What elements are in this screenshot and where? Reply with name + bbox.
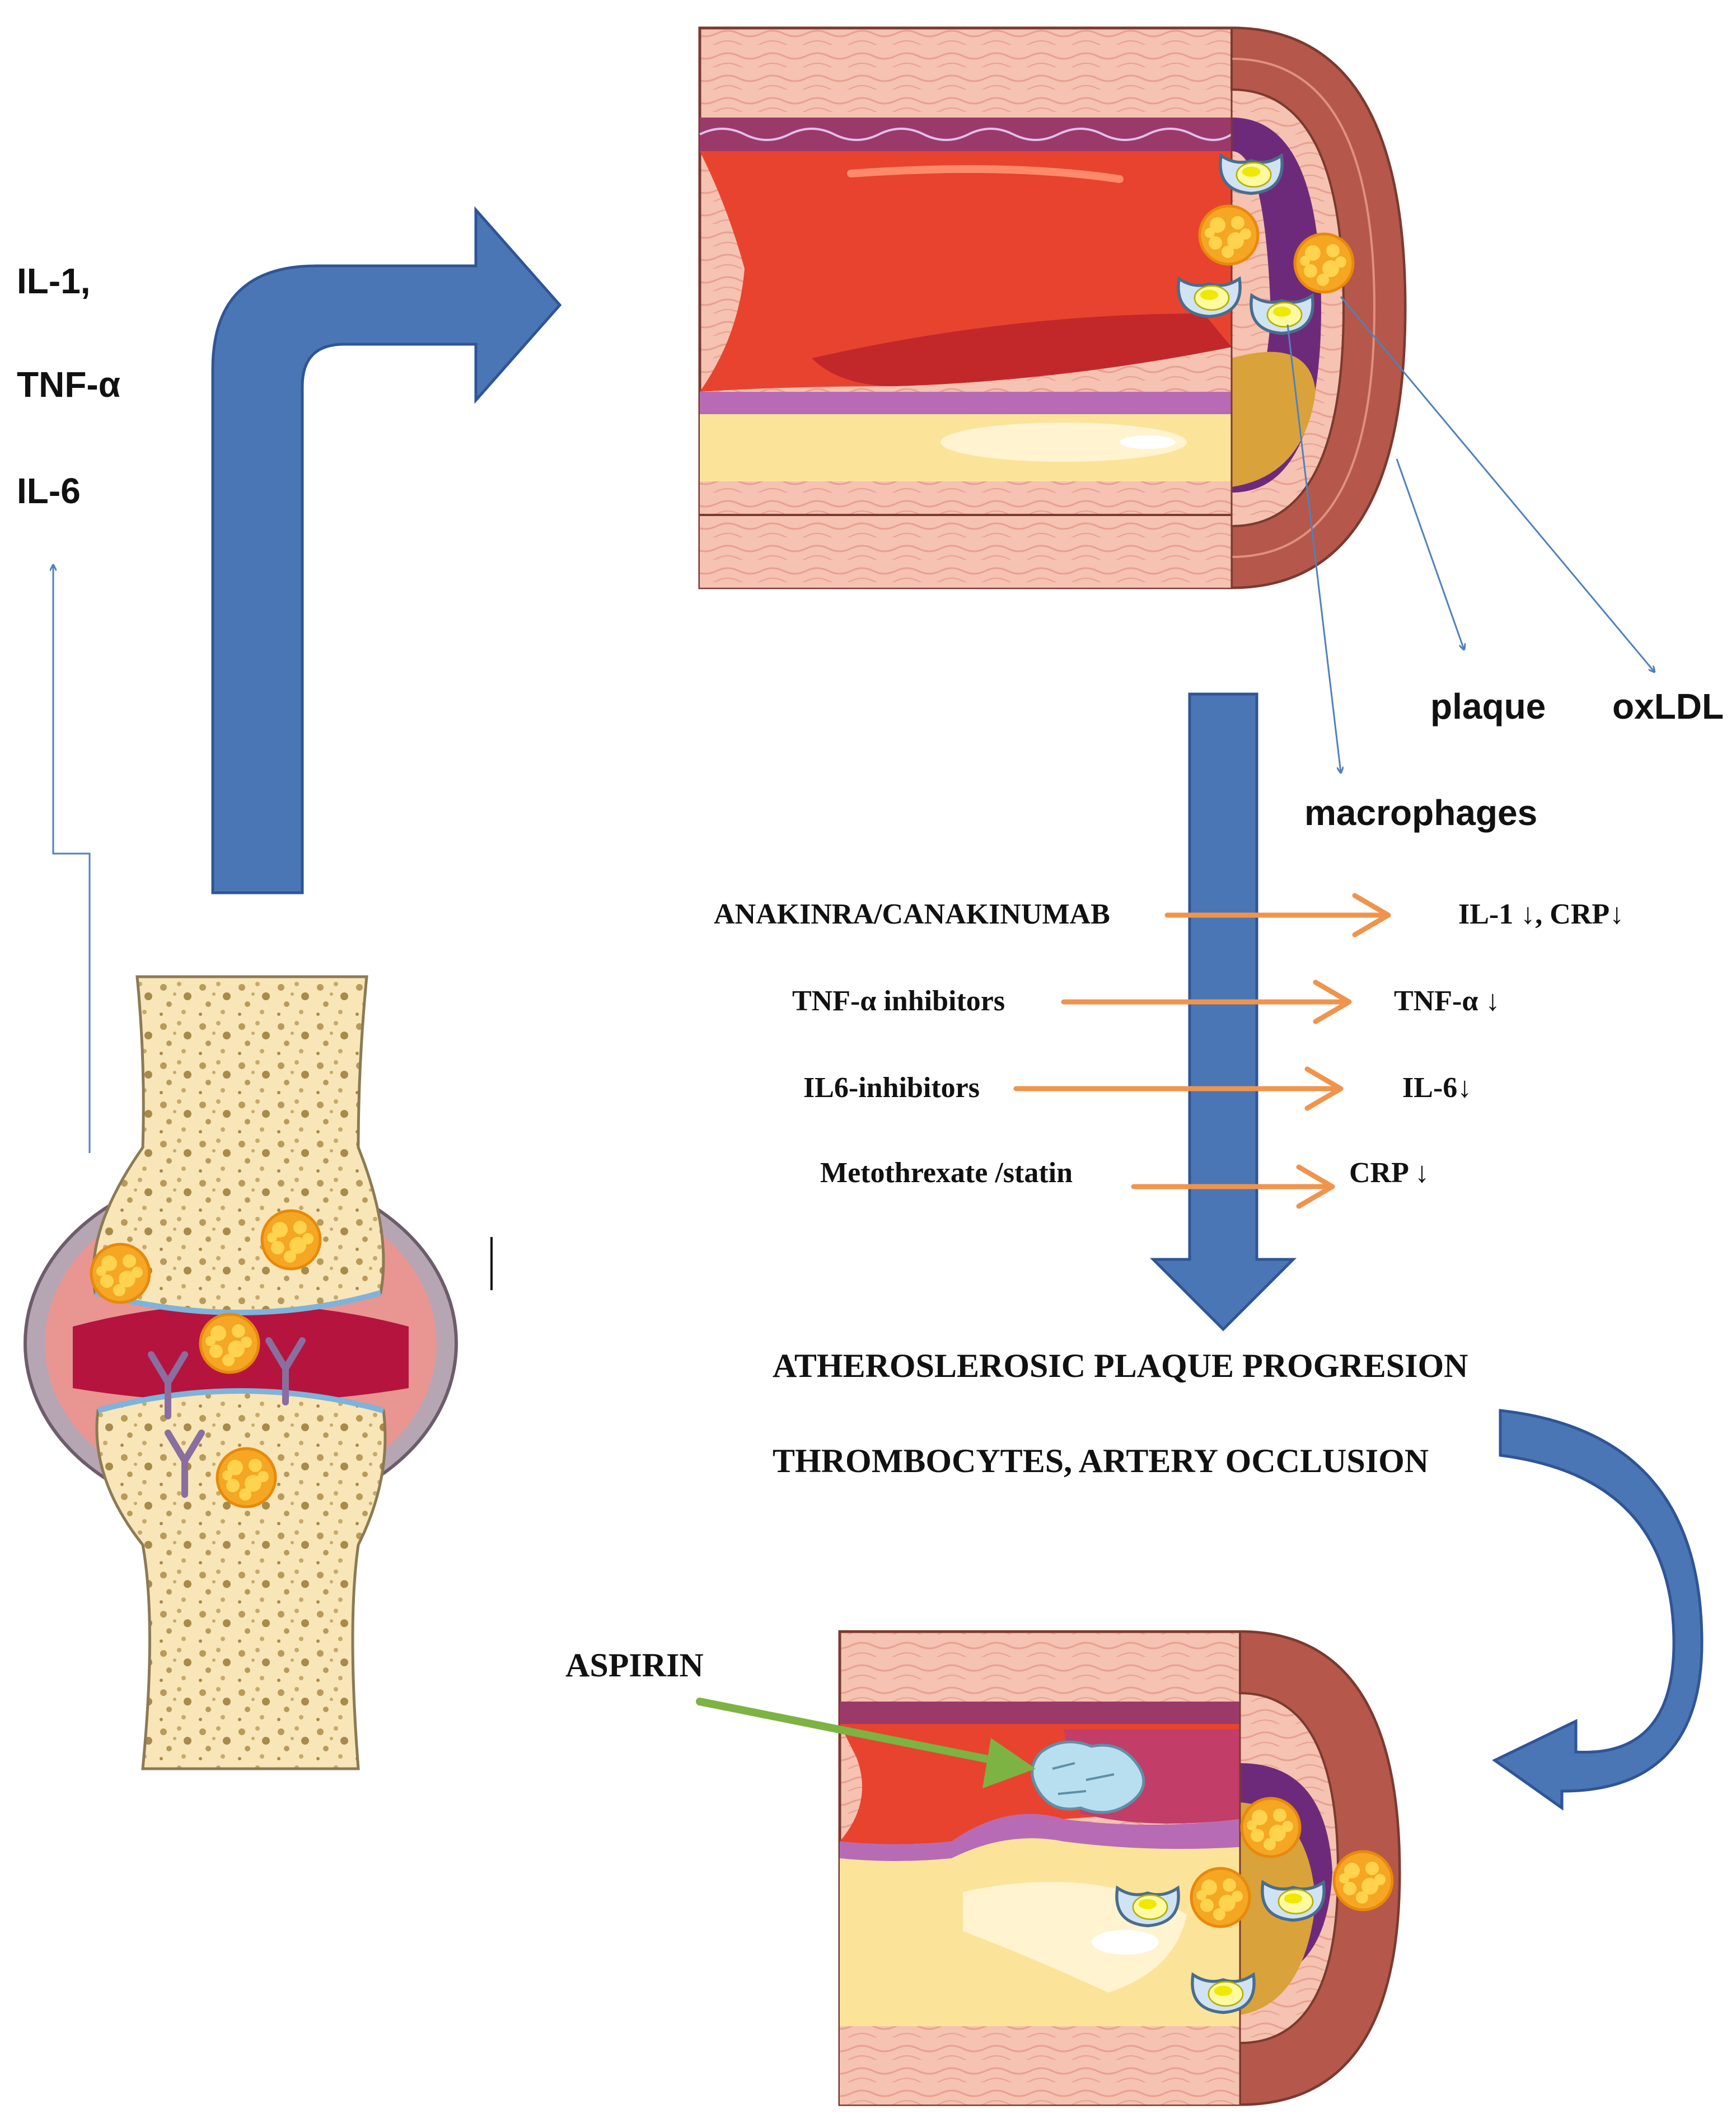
foam-cell-icon [1200, 206, 1258, 264]
macrophage-icon [1117, 1888, 1178, 1926]
aspirin-arrow [696, 1698, 1036, 1788]
macrophage-icon [1262, 1882, 1324, 1920]
foam-cell-icon [1242, 1798, 1300, 1857]
effect-il6: IL-6↓ [1402, 1072, 1472, 1104]
foam-cell-icon [217, 1449, 275, 1507]
cytokine-il1: IL-1, [17, 261, 91, 301]
label-macrophages: macrophages [1304, 793, 1538, 833]
effect-tnf: TNF-α ↓ [1394, 985, 1500, 1017]
outcome-artery-occlusion: THROMBOCYTES, ARTERY OCCLUSION [773, 1442, 1429, 1479]
effect-il1-crp: IL-1 ↓, CRP↓ [1458, 898, 1625, 930]
drug-metothrexate-statin: Metothrexate /statin [820, 1157, 1073, 1189]
foam-cell-icon [1191, 1868, 1250, 1927]
macrophage-icon [1220, 156, 1282, 194]
treatment-arrows [1013, 893, 1391, 1209]
label-plaque: plaque [1430, 686, 1546, 727]
label-oxldl: oxLDL [1612, 686, 1724, 727]
label-aspirin: ASPIRIN [565, 1647, 704, 1684]
outcome-plaque-progression: ATHEROSLEROSIC PLAQUE PROGRESION [773, 1347, 1468, 1384]
plaque-pointer [1396, 458, 1464, 649]
artery-illustration [698, 26, 1407, 589]
oxldl-pointer [1340, 296, 1654, 672]
systemic-inflammation-arrow [211, 206, 562, 894]
foam-cell-icon [200, 1314, 259, 1372]
cytokine-tnf: TNF-α [17, 364, 121, 405]
macrophage-icon [1192, 1975, 1254, 2013]
macrophage-pointer [1286, 324, 1341, 772]
foam-cell-icon [1295, 234, 1353, 292]
drug-anakinra: ANAKINRA/CANAKINUMAB [714, 898, 1110, 930]
cytokine-il6: IL-6 [17, 471, 81, 511]
platelet-clot-icon [1031, 1740, 1145, 1814]
joint-illustration [24, 975, 458, 1770]
occluded-artery-illustration [838, 1630, 1401, 2106]
effect-crp: CRP ↓ [1349, 1157, 1429, 1189]
drug-il6-inhibitors: IL6-inhibitors [803, 1072, 980, 1104]
occlusion-curved-arrow [1492, 1409, 1704, 1811]
cytokine-release-arrow [53, 565, 91, 1153]
foam-cell-icon [91, 1244, 149, 1302]
foam-cell-icon [262, 1211, 320, 1269]
macrophage-icon [1251, 296, 1313, 334]
drug-tnf-inhibitors: TNF-α inhibitors [792, 985, 1005, 1017]
macrophage-icon [1178, 279, 1240, 317]
progression-arrow [1149, 692, 1297, 1332]
foam-cell-icon [1334, 1852, 1392, 1910]
